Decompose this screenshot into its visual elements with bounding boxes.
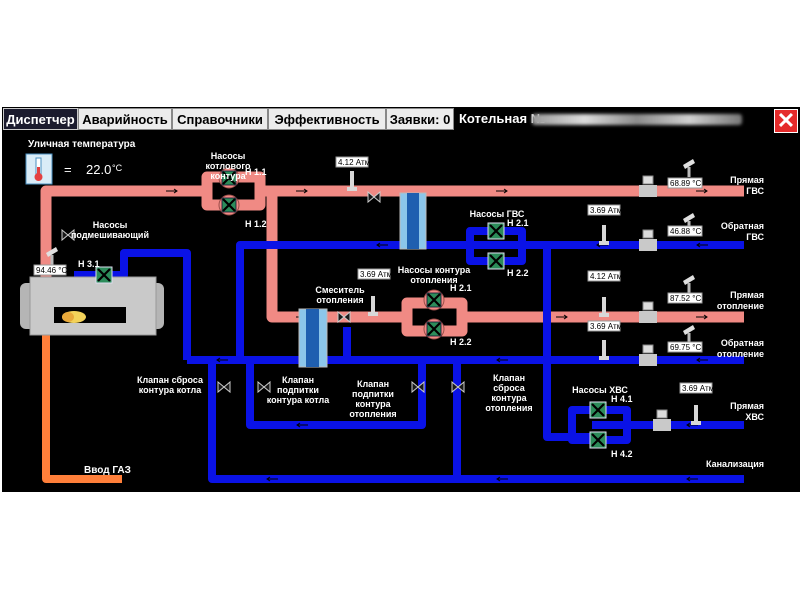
station-title: Котельная № — [459, 111, 546, 126]
temp-dhw-return: 46.88 °C — [670, 227, 701, 236]
pressure-cold: 3.69 Атм — [682, 384, 714, 393]
pump-h42-label: Н 4.2 — [611, 449, 633, 459]
pump-h21-heating-label: Н 2.1 — [450, 283, 472, 293]
flow-meter-icon — [638, 175, 658, 198]
pump-h21-heating-icon[interactable] — [422, 288, 446, 312]
temp-heating-return: 69.75 °C — [670, 343, 701, 352]
pressure-dhw: 3.69 Атм — [590, 206, 622, 215]
pressure-gauge-icon — [691, 405, 701, 425]
pump-h41-icon[interactable] — [588, 400, 608, 420]
pipe-heat-return-line2: отопление — [717, 349, 764, 359]
temp-sensor-icon — [683, 159, 695, 177]
tab-bar: Диспетчер Аварийность Справочники Эффект… — [2, 107, 800, 133]
pressure-gauge-icon — [599, 297, 609, 317]
tab-alarms[interactable]: Аварийность — [78, 108, 172, 130]
pressure-gauge-icon — [347, 171, 357, 191]
pressure-boiler: 4.12 Атм — [338, 158, 370, 167]
pump-h12-icon[interactable] — [217, 193, 241, 217]
pump-h42-icon[interactable] — [588, 430, 608, 450]
process-diagram: 94.46 °C 4.12 Атм 3.69 Атм 3.69 Атм 4.12… — [20, 139, 764, 483]
reading-boxes — [33, 156, 713, 394]
temp-sensor-icon — [683, 325, 695, 343]
label-cold-pumps: Насосы ХВС — [572, 385, 628, 395]
pipe-heat-return-line1: Обратная — [721, 338, 764, 348]
pipe-dhw-return-line1: Обратная — [721, 221, 764, 231]
pipe-dhw-supply-line1: Прямая — [730, 175, 764, 185]
outdoor-temp-label: Уличная температура — [28, 139, 136, 150]
label-dhw-pumps: Насосы ГВС — [470, 209, 525, 219]
pressure-gauge-icon — [599, 340, 609, 360]
heat-exchanger-heating — [298, 308, 328, 368]
boiler-out-temp: 94.46 °C — [36, 266, 67, 275]
outdoor-temp-unit: °C — [112, 163, 123, 173]
pump-h31-label: Н 3.1 — [78, 259, 100, 269]
pressure-heating-return: 3.69 Атм — [590, 322, 622, 331]
outdoor-equals: = — [64, 162, 72, 177]
dispatcher-window: Диспетчер Аварийность Справочники Эффект… — [2, 107, 800, 492]
redacted-station-name — [532, 114, 742, 125]
pipe-cold-supply-line2: ХВС — [745, 412, 764, 422]
heat-exchanger-dhw — [399, 192, 427, 250]
pipe-heat-supply-line1: Прямая — [730, 290, 764, 300]
pipe-dhw-return-line2: ГВС — [746, 232, 764, 242]
flow-meter-icon — [638, 344, 658, 367]
temp-sensor-icon — [683, 275, 695, 293]
boiler-makeup-valve-icon[interactable] — [257, 381, 271, 393]
pressure-gauge-icon — [599, 225, 609, 245]
pump-h12-label: Н 1.2 — [245, 219, 267, 229]
label-gas-input: Ввод ГАЗ — [84, 465, 131, 476]
boiler — [20, 276, 164, 336]
pressure-heating-out: 4.12 Атм — [590, 272, 622, 281]
flow-meter-icon — [638, 229, 658, 252]
boiler-reset-valve-icon[interactable] — [217, 381, 231, 393]
pump-h22-dhw-icon[interactable] — [486, 251, 506, 271]
pump-h21-dhw-icon[interactable] — [486, 221, 506, 241]
label-sewer: Канализация — [706, 459, 764, 469]
gas-pipe — [42, 325, 122, 483]
pump-h22-heating-icon[interactable] — [422, 317, 446, 341]
pipe-dhw-supply-line2: ГВС — [746, 186, 764, 196]
tab-efficiency[interactable]: Эффективность — [268, 108, 386, 130]
tab-references[interactable]: Справочники — [172, 108, 268, 130]
pump-h22-heating-label: Н 2.2 — [450, 337, 472, 347]
pump-h22-dhw-label: Н 2.2 — [507, 268, 529, 278]
pressure-mixer: 3.69 Атм — [360, 270, 392, 279]
temp-heating-supply: 87.52 °C — [670, 294, 701, 303]
close-button[interactable]: ✕ — [774, 108, 798, 133]
flow-meter-icon — [638, 301, 658, 324]
thermometer-icon — [25, 153, 53, 185]
pump-h41-label: Н 4.1 — [611, 394, 633, 404]
pipe-cold-supply-line1: Прямая — [730, 401, 764, 411]
outdoor-temp-value: 22.0 — [86, 162, 111, 177]
tab-dispatcher[interactable]: Диспетчер — [3, 108, 78, 130]
pump-h21-dhw-label: Н 2.1 — [507, 218, 529, 228]
tab-requests[interactable]: Заявки: 0 — [386, 108, 454, 130]
pump-h31-icon[interactable] — [94, 265, 114, 285]
pipe-heat-supply-line2: отопление — [717, 301, 764, 311]
pressure-gauge-icon — [368, 296, 378, 316]
temp-dhw-supply: 68.89 °C — [670, 179, 701, 188]
pump-h11-label: Н 1.1 — [245, 167, 267, 177]
flow-meter-icon — [652, 409, 672, 432]
